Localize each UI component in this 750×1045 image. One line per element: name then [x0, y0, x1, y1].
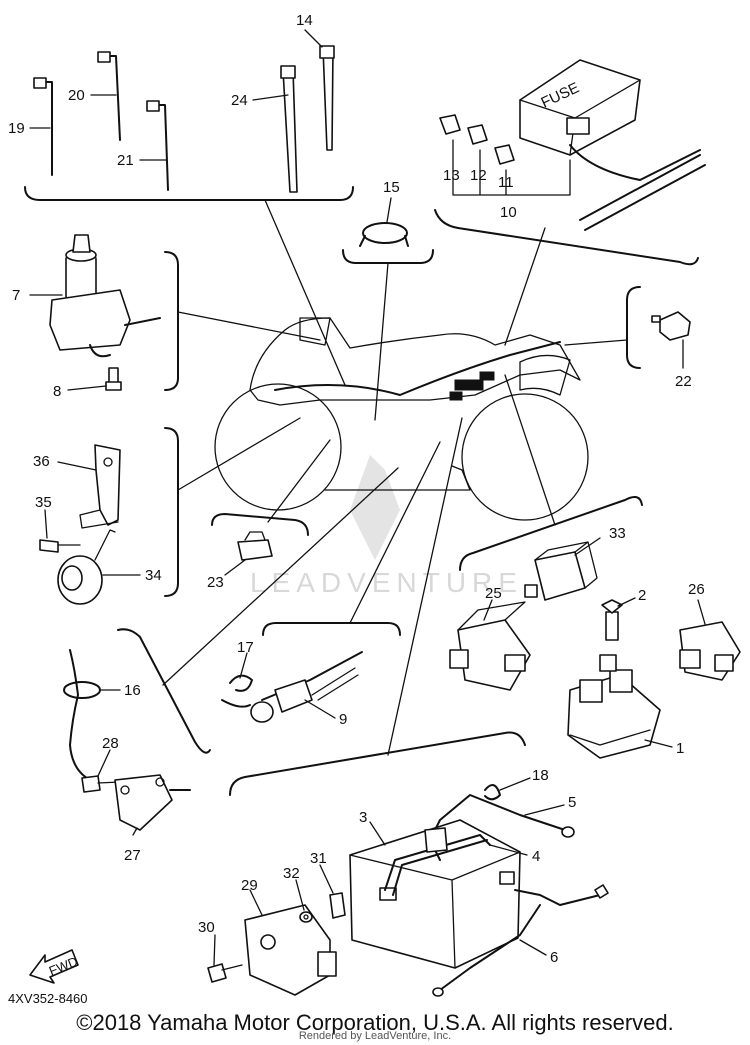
horn-bracket-36 — [79, 444, 121, 529]
callout-31: 31 — [310, 850, 327, 867]
callouts: 19 20 21 24 14 15 13 12 11 10 7 8 22 36 … — [8, 12, 706, 1006]
callout-7: 7 — [12, 287, 20, 304]
starter-relay-1 — [567, 654, 661, 759]
forward-arrow: FWD — [29, 949, 80, 984]
horn-34 — [57, 529, 116, 605]
callout-32: 32 — [283, 865, 300, 882]
fuse-box-assembly: FUSE — [439, 59, 706, 231]
callout-3: 3 — [359, 809, 367, 826]
relay-33 — [524, 541, 598, 601]
callout-24: 24 — [231, 92, 248, 109]
callout-21: 21 — [117, 152, 134, 169]
callout-5: 5 — [568, 794, 576, 811]
clip-20 — [97, 51, 121, 141]
group-brackets — [24, 186, 699, 796]
leader-lines — [162, 199, 628, 756]
callout-34: 34 — [145, 567, 162, 584]
callout-14: 14 — [296, 12, 313, 29]
callout-29: 29 — [241, 877, 258, 894]
fwd-label: FWD — [47, 954, 80, 979]
sensor-27 — [114, 774, 191, 831]
rendered-by-note: Rendered by LeadVenture, Inc. — [298, 1030, 452, 1042]
callout-17: 17 — [237, 639, 254, 656]
clip-19 — [33, 77, 53, 176]
cable-tie-24 — [280, 65, 298, 193]
callout-18: 18 — [532, 767, 549, 784]
rectifier-29 — [244, 904, 337, 996]
callout-33: 33 — [609, 525, 626, 542]
callout-22: 22 — [675, 373, 692, 390]
bolt-30 — [207, 963, 243, 983]
cable-6 — [432, 884, 609, 997]
callout-13: 13 — [443, 167, 460, 184]
relay-26 — [679, 621, 741, 681]
band-17 — [229, 674, 253, 692]
relay-25 — [449, 601, 531, 691]
callout-25: 25 — [485, 585, 502, 602]
callout-12: 12 — [470, 167, 487, 184]
watermark: LEADVENTURE — [250, 455, 523, 598]
callout-26: 26 — [688, 581, 705, 598]
battery-3 — [349, 819, 521, 969]
washer-32 — [299, 911, 313, 923]
callout-10: 10 — [500, 204, 517, 221]
bolt-28 — [81, 775, 121, 793]
callout-23: 23 — [207, 574, 224, 591]
motorcycle-outline — [214, 317, 589, 521]
part-code: 4XV352-8460 — [8, 991, 88, 1006]
callout-1: 1 — [676, 740, 684, 757]
bolt-2 — [601, 599, 623, 641]
callout-11: 11 — [498, 174, 514, 191]
bolt-8 — [105, 367, 122, 391]
cable-tie-14 — [319, 45, 335, 151]
callout-2: 2 — [638, 587, 646, 604]
callout-36: 36 — [33, 453, 50, 470]
copyright-notice: ©2018 Yamaha Motor Corporation, U.S.A. A… — [76, 1010, 674, 1035]
relay-23 — [237, 531, 273, 561]
bolt-35 — [39, 539, 81, 553]
band-15 — [359, 222, 409, 247]
clip-21 — [146, 100, 169, 191]
callout-15: 15 — [383, 179, 400, 196]
neutral-switch-9 — [221, 651, 363, 723]
callout-30: 30 — [198, 919, 215, 936]
callout-35: 35 — [35, 494, 52, 511]
band-16 — [63, 649, 101, 781]
callout-8: 8 — [53, 383, 61, 400]
watermark-text: LEADVENTURE — [250, 567, 523, 598]
callout-27: 27 — [124, 847, 141, 864]
callout-20: 20 — [68, 87, 85, 104]
callout-9: 9 — [339, 711, 347, 728]
band-18 — [424, 784, 501, 853]
callout-4: 4 — [532, 848, 540, 865]
relay-22 — [651, 311, 691, 341]
callout-6: 6 — [550, 949, 558, 966]
clip-31 — [329, 892, 346, 919]
callout-16: 16 — [124, 682, 141, 699]
callout-19: 19 — [8, 120, 25, 137]
main-switch-7 — [49, 234, 161, 358]
callout-28: 28 — [102, 735, 119, 752]
